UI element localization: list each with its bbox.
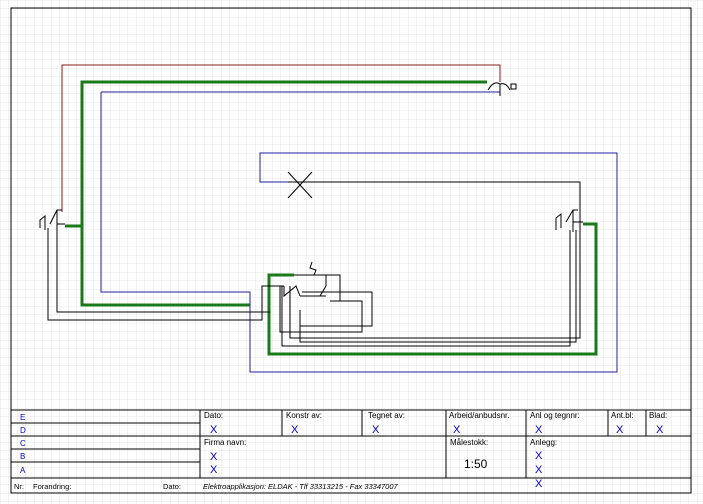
sheet-value: X bbox=[656, 424, 664, 436]
footer-company-line: Elektroapplikasjon: ELDAK - Tlf 33313215… bbox=[203, 482, 398, 491]
revision-d: D bbox=[20, 426, 26, 435]
wire-black-box bbox=[279, 286, 363, 333]
left-switch-symbol bbox=[39, 209, 65, 232]
work-number-label: Arbeid/anbudsnr. bbox=[449, 411, 510, 420]
revision-a: A bbox=[20, 466, 26, 475]
sheet-count-label: Ant.bl: bbox=[611, 411, 634, 420]
constructed-by-label: Konstr av: bbox=[286, 411, 323, 420]
footer-change-label: Forandring: bbox=[33, 482, 72, 491]
socket-symbol bbox=[487, 82, 517, 96]
drawn-by-value: X bbox=[372, 424, 380, 436]
company-name-value-1: X bbox=[210, 451, 218, 463]
lamp-symbol bbox=[287, 171, 313, 199]
facility-value-3: X bbox=[535, 478, 543, 490]
company-name-value-2: X bbox=[210, 464, 218, 476]
wire-black-right-1 bbox=[281, 230, 571, 347]
date-value: X bbox=[210, 424, 218, 436]
drawing-number-label: Anl og tegnnr: bbox=[530, 411, 580, 420]
sheet-label: Blad: bbox=[649, 411, 668, 420]
sheet-count-value: X bbox=[616, 424, 624, 436]
wire-black-left-1 bbox=[47, 228, 284, 321]
title-block-lines bbox=[11, 409, 691, 479]
wire-brown bbox=[61, 64, 501, 212]
revision-e: E bbox=[20, 413, 26, 422]
revision-b: B bbox=[20, 452, 26, 461]
wire-green-left bbox=[80, 226, 250, 307]
company-name-label: Firma navn: bbox=[204, 438, 247, 447]
scale-value: 1:50 bbox=[464, 457, 488, 471]
wire-blue-left bbox=[100, 92, 618, 373]
date-label: Dato: bbox=[204, 411, 224, 420]
revision-c: C bbox=[20, 439, 26, 448]
drawing-number-value: X bbox=[535, 424, 543, 436]
drawing-frame bbox=[10, 7, 692, 494]
scale-label: Målestokk: bbox=[450, 438, 489, 447]
wire-black-box-2 bbox=[299, 291, 373, 327]
footer-nr-label: Nr: bbox=[14, 482, 24, 491]
right-switch-symbol bbox=[555, 209, 583, 232]
work-number-value: X bbox=[453, 424, 461, 436]
wire-black-lamp bbox=[288, 181, 581, 339]
constructed-by-value: X bbox=[291, 424, 299, 436]
central-switch-symbol bbox=[283, 261, 341, 302]
drawn-by-label: Tegnet av: bbox=[368, 411, 405, 420]
wire-green-top bbox=[65, 80, 487, 228]
wire-green-right bbox=[267, 222, 598, 356]
facility-value-1: X bbox=[535, 450, 543, 462]
facility-label: Anlegg: bbox=[530, 438, 558, 447]
footer-date-label: Dato: bbox=[163, 482, 181, 491]
wire-black-left-2 bbox=[56, 232, 270, 313]
facility-value-2: X bbox=[535, 464, 543, 476]
